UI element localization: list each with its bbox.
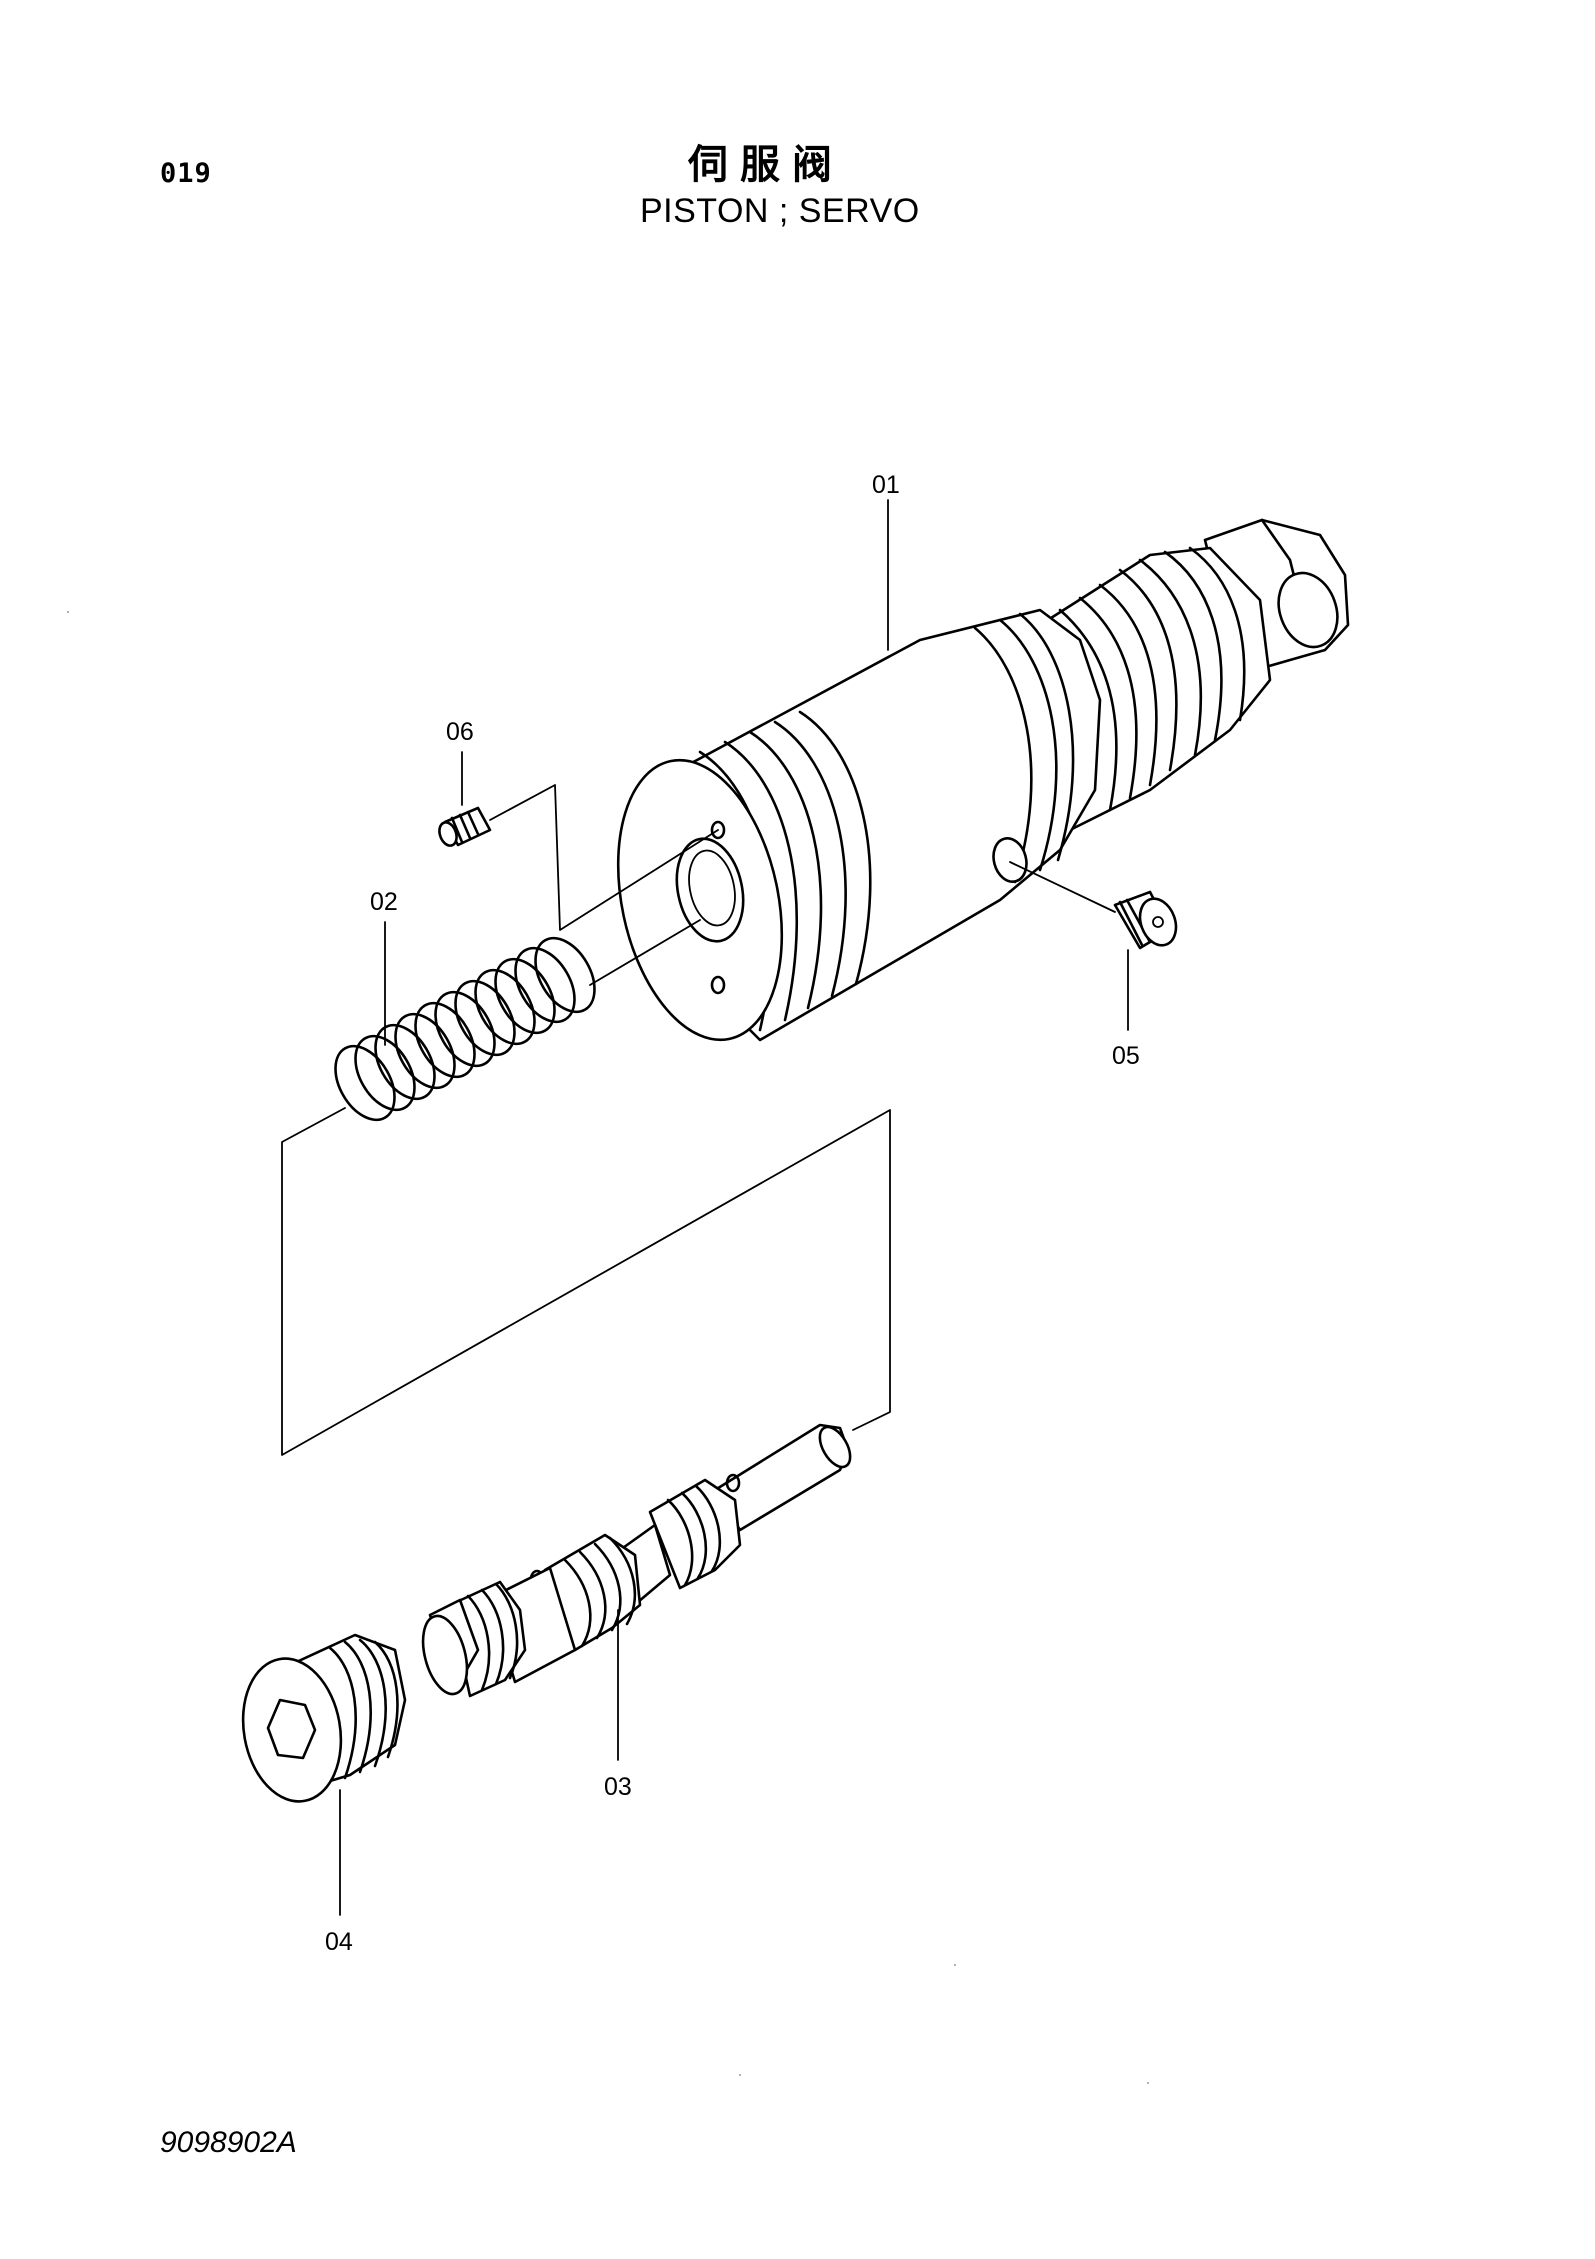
part-04-socket-plug	[241, 1633, 407, 1803]
assembly-leader-rect	[281, 1107, 891, 1456]
part-02-spring	[334, 936, 596, 1122]
callout-02: 02	[370, 888, 398, 916]
title-english: PISTON ; SERVO	[640, 192, 920, 230]
callout-03: 03	[604, 1773, 632, 1801]
callout-01: 01	[872, 471, 900, 499]
callout-04: 04	[325, 1928, 353, 1956]
part-05-plug	[1113, 890, 1178, 950]
callout-05: 05	[1112, 1042, 1140, 1070]
part-03-spool	[421, 1423, 852, 1698]
title-chinese: 伺服阀	[688, 142, 844, 188]
page-number: 019	[160, 158, 212, 189]
document-code: 9098902A	[160, 2126, 297, 2159]
part-06-set-screw	[438, 806, 492, 847]
callout-06: 06	[446, 718, 474, 746]
part-01-piston-body	[616, 518, 1350, 1042]
